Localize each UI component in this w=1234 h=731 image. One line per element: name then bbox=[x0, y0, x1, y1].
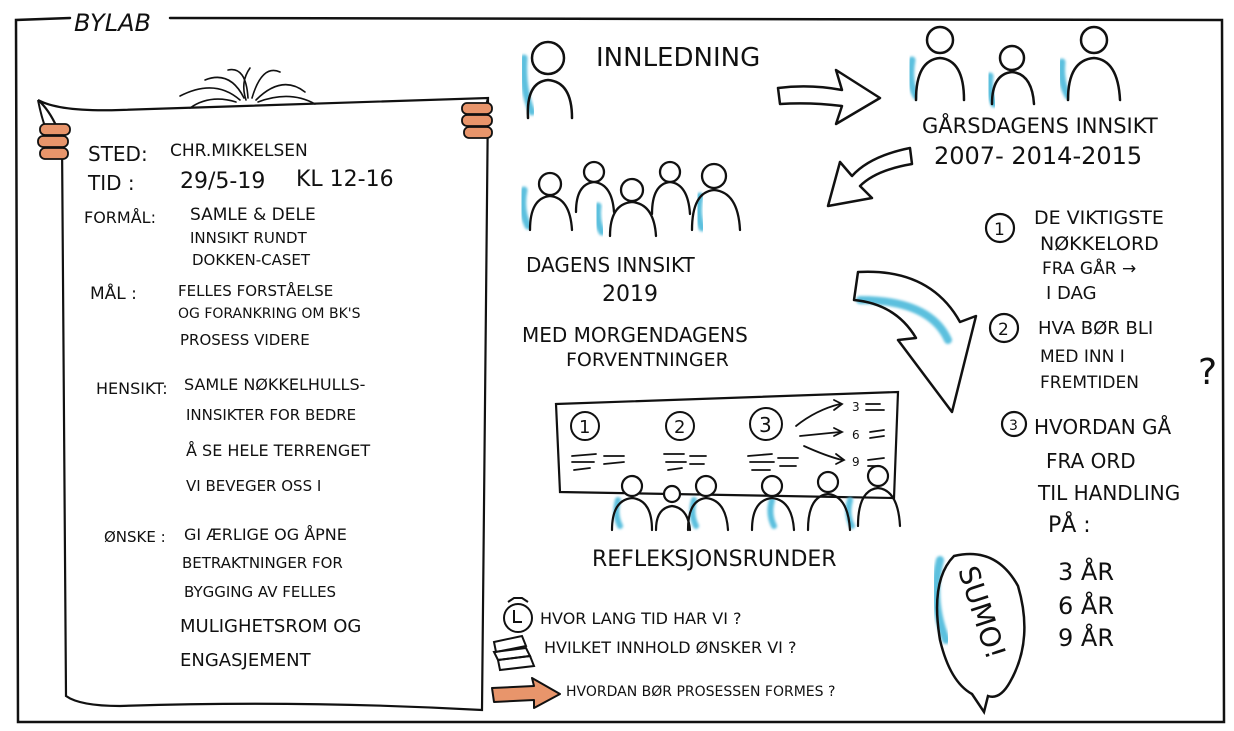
speech-bubble bbox=[932, 552, 1026, 716]
formal-label: FORMÅL: bbox=[84, 208, 156, 227]
step-2-line-2: MED INN I bbox=[1040, 347, 1125, 367]
step-1-line-3: FRA GÅR → bbox=[1042, 257, 1136, 279]
question-1: HVOR LANG TID HAR VI ? bbox=[540, 609, 742, 628]
step-2-num: 2 bbox=[998, 320, 1009, 340]
year-6: 6 ÅR bbox=[1058, 591, 1114, 620]
step-1-line-1: DE VIKTIGSTE bbox=[1034, 207, 1164, 229]
onske-line-3: BYGGING AV FELLES bbox=[184, 583, 336, 601]
board-side-6: 6 bbox=[852, 428, 860, 442]
formal-line-3: DOKKEN-CASET bbox=[192, 251, 311, 269]
board-number-2: 2 bbox=[674, 417, 685, 438]
step-2-mark: ? bbox=[1198, 352, 1217, 393]
mal-label: MÅL : bbox=[90, 282, 137, 304]
main-text: INNLEDNING GÅRSDAGENS INNSIKT 2007- 2014… bbox=[522, 43, 1217, 700]
mal-line-1: FELLES FORSTÅELSE bbox=[178, 281, 333, 300]
bubble-text: SUMO! bbox=[951, 562, 1012, 663]
reflection-board bbox=[554, 390, 902, 532]
formal-line-1: SAMLE & DELE bbox=[190, 205, 316, 225]
step-1-line-4: I DAG bbox=[1046, 283, 1097, 304]
onske-line-1: GI ÆRLIGE OG ÅPNE bbox=[184, 525, 347, 544]
step-3-line-2: FRA ORD bbox=[1046, 449, 1136, 473]
step-1-line-2: NØKKELORD bbox=[1040, 233, 1159, 255]
step-3-line-1: HVORDAN GÅ bbox=[1034, 415, 1172, 439]
arrow-down-left bbox=[826, 146, 914, 208]
books-icon bbox=[492, 634, 536, 672]
board-number-3: 3 bbox=[759, 413, 772, 437]
step-2-line-3: FREMTIDEN bbox=[1040, 373, 1139, 393]
question-3: HVORDAN BØR PROSESSEN FORMES ? bbox=[566, 684, 835, 700]
sted-value: CHR.MIKKELSEN bbox=[170, 141, 308, 161]
innledning-person bbox=[520, 40, 574, 120]
scroll-text: STED: CHR.MIKKELSEN TID : 29/5-19 KL 12-… bbox=[84, 141, 394, 671]
step-3-line-3: TIL HANDLING bbox=[1037, 481, 1180, 505]
step-3-num: 3 bbox=[1009, 418, 1018, 434]
hensikt-line-4: VI BEVEGER OSS I bbox=[186, 477, 321, 495]
dagens-people bbox=[519, 160, 742, 238]
mal-line-2: OG FORANKRING OM BK'S bbox=[178, 306, 361, 322]
hair-tuft bbox=[179, 67, 316, 109]
refleksjon-label: REFLEKSJONSRUNDER bbox=[592, 547, 837, 572]
clock-icon bbox=[503, 597, 533, 633]
innledning-label: INNLEDNING bbox=[596, 43, 760, 73]
tid-time: KL 12-16 bbox=[296, 167, 394, 192]
year-3: 3 ÅR bbox=[1058, 557, 1114, 586]
onske-label: ØNSKE : bbox=[104, 528, 166, 546]
sted-label: STED: bbox=[88, 142, 148, 166]
left-hand bbox=[37, 123, 71, 160]
formal-line-2: INNSIKT RUNDT bbox=[190, 229, 308, 247]
step-2-line-1: HVA BØR BLI bbox=[1038, 318, 1153, 339]
step-circles bbox=[984, 212, 1028, 438]
onske-line-4: MULIGHETSROM OG bbox=[180, 616, 361, 637]
hensikt-line-1: SAMLE NØKKELHULLS- bbox=[184, 375, 365, 394]
step-3-line-4: PÅ : bbox=[1048, 511, 1091, 538]
dagens-title: DAGENS INNSIKT bbox=[526, 253, 696, 277]
onske-line-2: BETRAKTNINGER FOR bbox=[182, 554, 343, 572]
board-side-9: 9 bbox=[852, 455, 860, 469]
hensikt-line-2: INNSIKTER FOR BEDRE bbox=[186, 406, 356, 424]
gardsdagens-people bbox=[907, 25, 1122, 108]
frame-title: BYLAB bbox=[74, 9, 151, 37]
question-2: HVILKET INNHOLD ØNSKER VI ? bbox=[544, 638, 796, 657]
outer-frame bbox=[14, 16, 1226, 724]
morgendagens-line-1: MED MORGENDAGENS bbox=[522, 323, 748, 347]
onske-line-5: ENGASJEMENT bbox=[180, 650, 312, 671]
right-hand bbox=[461, 102, 493, 139]
morgendagens-line-2: FORVENTNINGER bbox=[566, 349, 729, 371]
arrow-right bbox=[776, 68, 882, 126]
gardsdagens-title: GÅRSDAGENS INNSIKT bbox=[922, 112, 1158, 138]
arrow-curve-down bbox=[852, 270, 978, 414]
tid-label: TID : bbox=[87, 171, 135, 195]
board-side-3: 3 bbox=[852, 400, 860, 414]
mal-line-3: PROSESS VIDERE bbox=[180, 331, 310, 349]
hensikt-label: HENSIKT: bbox=[96, 379, 168, 398]
dagens-year: 2019 bbox=[602, 282, 658, 307]
step-1-num: 1 bbox=[994, 220, 1005, 240]
gardsdagens-years: 2007- 2014-2015 bbox=[934, 142, 1142, 170]
year-9: 9 ÅR bbox=[1058, 623, 1114, 652]
tid-value: 29/5-19 bbox=[180, 169, 265, 194]
hensikt-line-3: Å SE HELE TERRENGET bbox=[186, 441, 370, 460]
arrow-icon bbox=[491, 677, 561, 709]
board-number-1: 1 bbox=[579, 417, 590, 438]
